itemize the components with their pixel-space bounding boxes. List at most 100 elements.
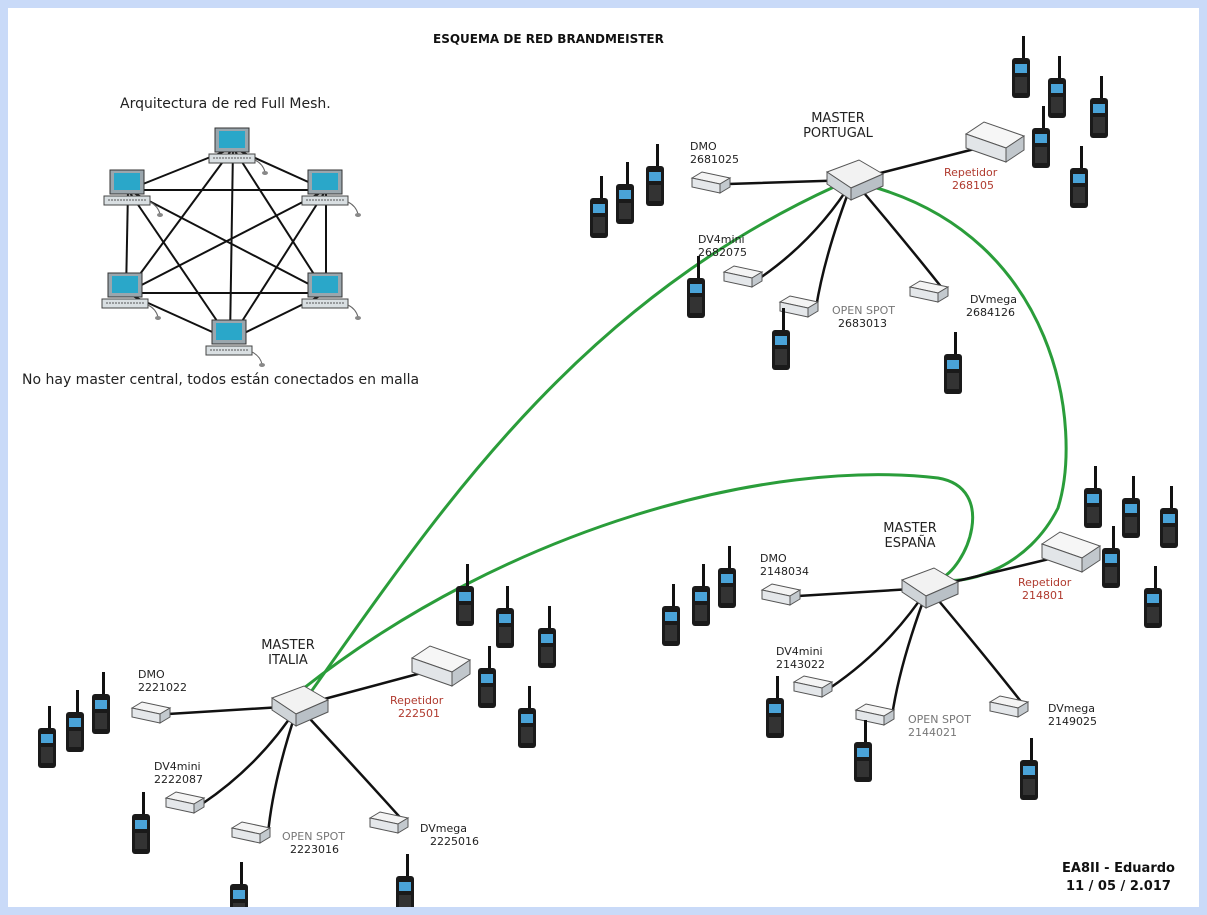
portugal-dmo-device-icon	[690, 171, 732, 194]
handheld-radio-icon	[92, 672, 110, 734]
portugal-dvmega-device-icon	[908, 280, 950, 303]
master-espana-label: MASTER ESPAÑA	[870, 521, 950, 551]
master-portugal-line1: MASTER	[811, 111, 865, 126]
italia-dvmega-name: DVmega	[420, 822, 468, 835]
italia-dmo-id: 2221022	[138, 681, 187, 694]
portugal-dvmega-id: 2684126	[966, 306, 1015, 319]
handheld-radio-icon	[456, 564, 474, 626]
computer-icon	[301, 169, 361, 217]
italia-repetidor-name: Repetidor	[390, 694, 444, 707]
espana-wire	[926, 586, 1028, 710]
espana-dv4mini-id: 2143022	[776, 658, 825, 671]
master-portugal-label: MASTER PORTUGAL	[798, 111, 878, 141]
italia-dvmega-device-icon	[368, 811, 410, 834]
master-italia-line1: MASTER	[261, 638, 315, 653]
handheld-radio-icon	[1122, 476, 1140, 538]
handheld-radio-icon	[692, 564, 710, 626]
handheld-radio-icon	[1020, 738, 1038, 800]
portugal-openspot-device-icon	[778, 295, 820, 318]
italia-repetidor-id: 222501	[398, 707, 440, 720]
network-diagram	[38, 36, 1178, 907]
espana-dmo-name: DMO	[760, 552, 787, 565]
espana-dv4mini-name: DV4mini	[776, 645, 823, 658]
espana-wire	[828, 586, 930, 690]
handheld-radio-icon	[646, 144, 664, 206]
computer-icon	[103, 169, 163, 217]
mesh-caption: Arquitectura de red Full Mesh.	[120, 96, 331, 112]
espana-dv4mini-device-icon	[792, 675, 834, 698]
handheld-radio-icon	[662, 584, 680, 646]
italia-openspot-id: 2223016	[290, 843, 339, 856]
handheld-radio-icon	[590, 176, 608, 238]
handheld-radio-icon	[518, 686, 536, 748]
handheld-radio-icon	[1032, 106, 1050, 168]
handheld-radio-icon	[230, 862, 248, 907]
handheld-radio-icon	[766, 676, 784, 738]
italia-openspot-name: OPEN SPOT	[282, 830, 345, 843]
author-name: EA8II - Eduardo	[1062, 861, 1175, 876]
espana-dvmega-device-icon	[988, 695, 1030, 718]
handheld-radio-icon	[496, 586, 514, 648]
handheld-radio-icon	[1102, 526, 1120, 588]
handheld-radio-icon	[1144, 566, 1162, 628]
portugal-dv4mini-name: DV4mini	[698, 233, 745, 246]
italia-hub-icon	[270, 685, 330, 727]
espana-dvmega-id: 2149025	[1048, 715, 1097, 728]
espana-hub-icon	[900, 567, 960, 609]
repeater-icon	[1040, 531, 1102, 573]
computer-icon	[208, 127, 268, 175]
mesh-link	[232, 147, 327, 294]
italia-dv4mini-name: DV4mini	[154, 760, 201, 773]
handheld-radio-icon	[772, 308, 790, 370]
portugal-openspot-id: 2683013	[838, 317, 887, 330]
espana-openspot-name: OPEN SPOT	[908, 713, 971, 726]
handheld-radio-icon	[718, 546, 736, 608]
espana-repetidor-name: Repetidor	[1018, 576, 1072, 589]
computer-icon	[101, 272, 161, 320]
portugal-openspot-name: OPEN SPOT	[832, 304, 895, 317]
portugal-wire	[851, 178, 948, 295]
espana-openspot-device-icon	[854, 703, 896, 726]
diagram-title: ESQUEMA DE RED BRANDMEISTER	[433, 32, 664, 46]
espana-repetidor-id: 214801	[1022, 589, 1064, 602]
portugal-dvmega-name: DVmega	[970, 293, 1018, 306]
portugal-repetidor-name: Repetidor	[944, 166, 998, 179]
author-date: 11 / 05 / 2.017	[1066, 879, 1171, 894]
portugal-dmo-name: DMO	[690, 140, 717, 153]
handheld-radio-icon	[1048, 56, 1066, 118]
italia-wire	[296, 704, 408, 826]
espana-dmo-device-icon	[760, 583, 802, 606]
repeater-icon	[410, 645, 472, 687]
computer-icon	[301, 272, 361, 320]
espana-wire	[890, 586, 930, 718]
italia-openspot-device-icon	[230, 821, 272, 844]
espana-openspot-id: 2144021	[908, 726, 957, 739]
handheld-radio-icon	[1160, 486, 1178, 548]
espana-dvmega-name: DVmega	[1048, 702, 1096, 715]
handheld-radio-icon	[38, 706, 56, 768]
handheld-radio-icon	[478, 646, 496, 708]
italia-dv4mini-device-icon	[164, 791, 206, 814]
handheld-radio-icon	[687, 256, 705, 318]
master-portugal-line2: PORTUGAL	[803, 126, 873, 141]
handheld-radio-icon	[538, 606, 556, 668]
italia-dmo-name: DMO	[138, 668, 165, 681]
handheld-radio-icon	[616, 162, 634, 224]
mesh-note: No hay master central, todos están conec…	[22, 372, 420, 388]
master-italia-line2: ITALIA	[268, 653, 308, 668]
italia-wire	[266, 704, 300, 836]
handheld-radio-icon	[396, 854, 414, 907]
handheld-radio-icon	[1084, 466, 1102, 528]
